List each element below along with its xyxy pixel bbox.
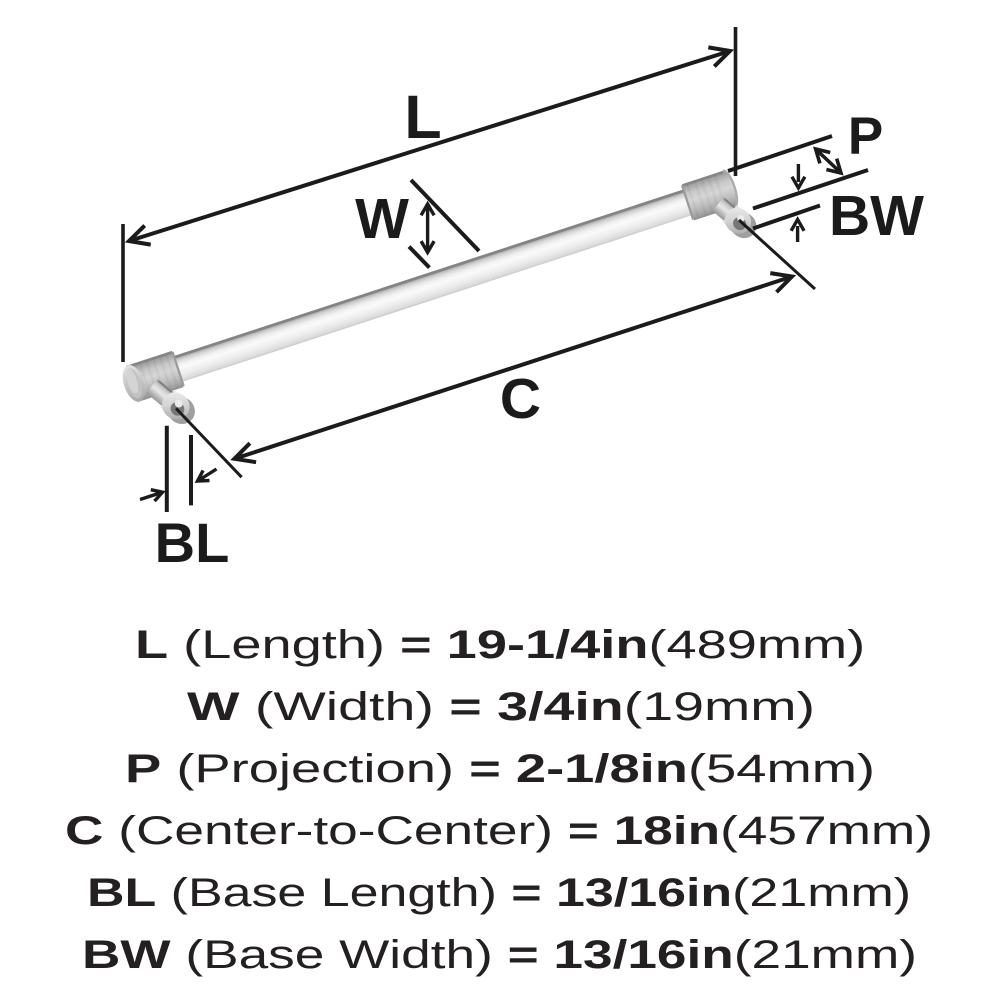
svg-text:P: P <box>848 107 883 166</box>
svg-text:BW: BW <box>829 184 924 248</box>
svg-text:BL: BL <box>155 511 230 574</box>
svg-text:C: C <box>500 367 541 431</box>
svg-text:W: W <box>355 187 409 251</box>
svg-text:L: L <box>404 83 441 151</box>
